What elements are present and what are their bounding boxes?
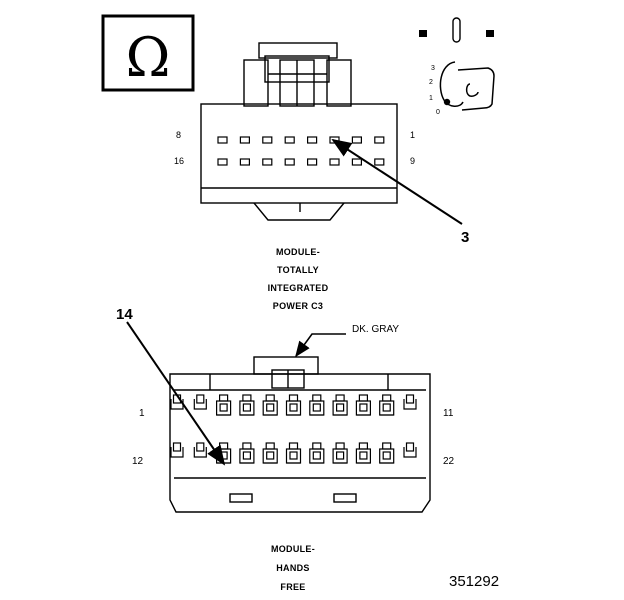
connector-terminal-icon: [284, 136, 295, 144]
connector-terminal-icon: [332, 442, 348, 464]
key-position-1: 1: [429, 95, 433, 102]
callout-3-leader: [331, 138, 463, 225]
top-pin-label-1: 1: [410, 130, 416, 140]
top-connector-pin-row-2: [217, 158, 385, 166]
connector-terminal-icon: [285, 442, 302, 464]
bottom-pin-label-11: 11: [443, 408, 454, 419]
bottom-pin-label-22: 22: [443, 456, 455, 467]
connector-terminal-icon: [374, 158, 385, 166]
connector-terminal-icon: [217, 136, 228, 144]
omega-symbol-icon: Ω: [101, 14, 195, 92]
connector-terminal-icon: [374, 136, 385, 144]
key-position-0: 0: [436, 109, 440, 116]
connector-terminal-icon: [355, 442, 371, 464]
connector-terminal-icon: [262, 158, 273, 166]
connector-terminal-icon: [170, 442, 184, 458]
bottom-connector-pin-row-2: [170, 442, 417, 464]
bottom-connector-name-line-1: MODULE-: [270, 544, 316, 554]
connector-terminal-icon: [403, 394, 417, 410]
top-pin-label-16: 16: [174, 156, 185, 166]
top-connector-name-line-2: TOTALLY: [277, 265, 319, 275]
connector-terminal-icon: [216, 394, 232, 416]
connector-terminal-icon: [307, 136, 318, 144]
connector-terminal-icon: [379, 394, 395, 416]
bottom-connector-name-line-2: HANDS: [276, 563, 310, 573]
connector-terminal-icon: [307, 158, 318, 166]
connector-terminal-icon: [193, 394, 207, 410]
connector-terminal-icon: [239, 442, 255, 464]
connector-terminal-icon: [284, 158, 295, 166]
bottom-pin-label-1: 1: [139, 408, 145, 419]
connector-terminal-icon: [262, 394, 278, 416]
connector-terminal-icon: [351, 158, 362, 166]
key-position-2: 2: [429, 79, 433, 86]
top-connector-pin-row-1: [217, 136, 385, 144]
connector-terminal-icon: [329, 158, 340, 166]
connector-terminal-icon: [216, 442, 232, 464]
connector-terminal-icon: [285, 394, 302, 416]
bottom-connector-body: [169, 356, 431, 513]
connector-terminal-icon: [262, 136, 273, 144]
top-connector-body: [200, 42, 398, 221]
top-connector-name-line-3: INTEGRATED: [267, 283, 329, 293]
top-connector-name-line-1: MODULE-: [275, 247, 321, 257]
callout-14-leader: [126, 321, 226, 466]
connector-terminal-icon: [239, 136, 250, 144]
connector-terminal-icon: [403, 442, 417, 458]
connector-terminal-icon: [355, 394, 371, 416]
figure-number: 351292: [449, 573, 500, 590]
connector-terminal-icon: [193, 442, 207, 458]
connector-terminal-icon: [262, 442, 278, 464]
dk-gray-leader: [295, 333, 346, 358]
connector-terminal-icon: [217, 158, 228, 166]
callout-3: 3: [461, 229, 470, 246]
top-connector-name: MODULE- TOTALLY INTEGRATED POWER C3: [230, 243, 366, 315]
callout-14: 14: [116, 306, 133, 323]
bottom-connector-pin-row-1: [170, 394, 417, 416]
bottom-connector-name: MODULE- HANDS FREE: [225, 540, 361, 597]
ignition-key-icon: [419, 17, 495, 111]
key-position-3: 3: [431, 65, 435, 72]
top-connector-name-line-4: POWER C3: [272, 301, 324, 311]
connector-terminal-icon: [239, 158, 250, 166]
connector-terminal-icon: [309, 442, 325, 464]
top-pin-label-9: 9: [410, 156, 416, 166]
top-pin-label-8: 8: [176, 130, 182, 140]
connector-terminal-icon: [309, 394, 325, 416]
connector-terminal-icon: [332, 394, 348, 416]
connector-terminal-icon: [379, 442, 395, 464]
bottom-connector-name-line-3: FREE: [280, 582, 306, 592]
connector-terminal-icon: [239, 394, 255, 416]
dk-gray-label: DK. GRAY: [352, 324, 400, 335]
connector-terminal-icon: [351, 136, 362, 144]
omega-glyph: Ω: [126, 26, 171, 89]
bottom-pin-label-12: 12: [132, 456, 144, 467]
